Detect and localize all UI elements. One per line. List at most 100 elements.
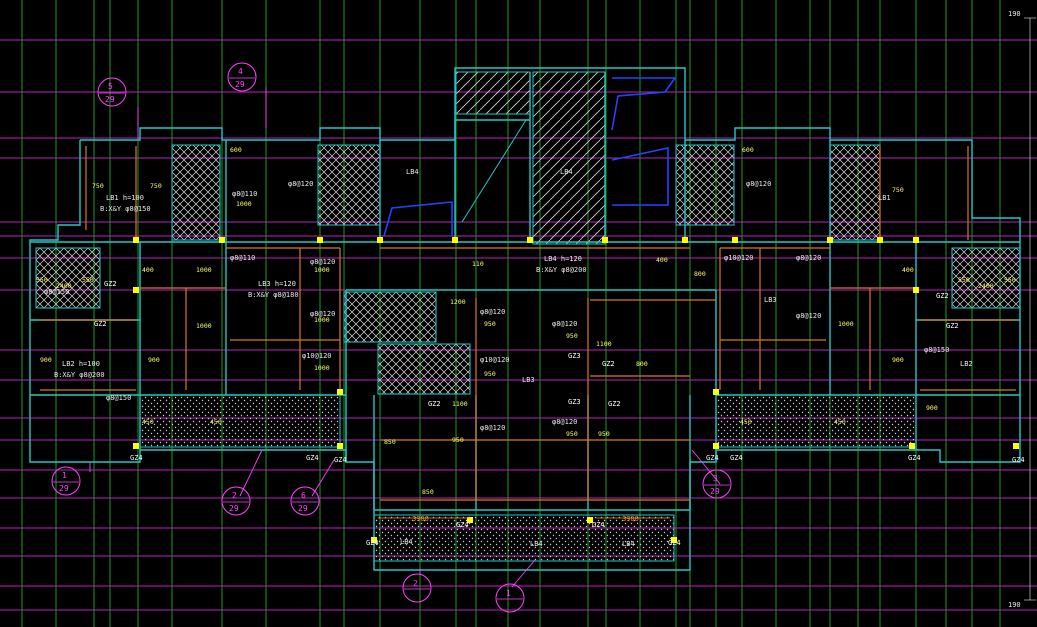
svg-text:5: 5 — [108, 82, 113, 91]
svg-text:450: 450 — [740, 418, 752, 426]
beam-label-lb4: LB4 h=120 — [544, 255, 582, 263]
column-square — [913, 237, 919, 243]
beam-label-lb1-rebar: B:X&Y φ8@150 — [100, 205, 151, 213]
beam-label-lb3-c: LB3 — [522, 376, 535, 384]
column-label: GZ2 — [602, 360, 615, 368]
axis-bubble-6: 6 29 — [290, 486, 320, 516]
rebar-label: φ8@110 — [232, 190, 257, 198]
svg-text:950: 950 — [484, 370, 496, 378]
beam-label-lb4-c: LB4 — [400, 538, 413, 546]
rebar-label: φ8@120 — [480, 308, 505, 316]
axis-bubble-2-bottom: 2 — [402, 573, 432, 603]
column-square — [877, 237, 883, 243]
svg-text:550: 550 — [82, 276, 94, 284]
svg-text:3900: 3900 — [412, 515, 429, 523]
column-label: GZ4 — [730, 454, 743, 462]
beam-label-lb4-d: LB4 — [530, 540, 543, 548]
svg-text:1000: 1000 — [314, 316, 330, 324]
svg-text:2: 2 — [232, 491, 237, 500]
column-markers — [133, 237, 1019, 543]
svg-text:600: 600 — [230, 146, 242, 154]
axis-bubble-4: 4 29 — [227, 62, 257, 92]
beam-label-lb4-b: LB4 — [560, 168, 573, 176]
top-right-label: 190 — [1008, 10, 1021, 18]
beams — [40, 146, 1016, 501]
column-label: GZ4 — [908, 454, 921, 462]
column-labels: GZ2 GZ2 GZ2 GZ2 GZ2 GZ2 GZ2 GZ3 GZ3 GZ4 … — [94, 280, 1025, 547]
rebar-label: φ8@120 — [552, 320, 577, 328]
blue-slab-edges — [383, 77, 677, 237]
column-label: GZ2 — [104, 280, 117, 288]
svg-text:29: 29 — [710, 487, 720, 496]
column-square — [317, 237, 323, 243]
column-label: GZ2 — [936, 292, 949, 300]
beam-label-lb2-r: LB2 — [960, 360, 973, 368]
column-label: GZ4 — [706, 454, 719, 462]
column-square — [827, 237, 833, 243]
axis-bubble-5: 5 29 — [97, 77, 127, 107]
rebar-label: φ8@110 — [230, 254, 255, 262]
svg-text:950: 950 — [452, 436, 464, 444]
svg-text:750: 750 — [150, 182, 162, 190]
column-label: GZ2 — [94, 320, 107, 328]
orange-dimensions: 3900 3900 — [378, 515, 670, 523]
svg-text:1000: 1000 — [196, 266, 212, 274]
column-square — [602, 237, 608, 243]
rebar-label: φ8@120 — [310, 310, 335, 318]
column-square — [713, 443, 719, 449]
column-label: GZ2 — [946, 322, 959, 330]
svg-text:850: 850 — [422, 488, 434, 496]
column-label: GZ2 — [428, 400, 441, 408]
svg-text:450: 450 — [142, 418, 154, 426]
rebar-label: φ8@120 — [480, 424, 505, 432]
axis-bubble-3: 3 29 — [702, 469, 732, 499]
right-edge-dimension — [1024, 17, 1036, 601]
svg-text:2400: 2400 — [978, 282, 994, 290]
column-square — [377, 237, 383, 243]
rebar-label: φ8@120 — [288, 180, 313, 188]
walls-outline — [29, 67, 1021, 571]
beam-label-lb2-rebar: B:X&Y φ8@200 — [54, 371, 105, 379]
svg-text:750: 750 — [892, 186, 904, 194]
beam-label-lb1: LB1 h=100 — [106, 194, 144, 202]
svg-text:450: 450 — [210, 418, 222, 426]
column-label: GZ4 — [306, 454, 319, 462]
svg-text:110: 110 — [472, 260, 484, 268]
column-square — [732, 237, 738, 243]
svg-text:400: 400 — [902, 266, 914, 274]
column-square — [671, 537, 677, 543]
rebar-label: φ8@120 — [552, 418, 577, 426]
svg-text:950: 950 — [566, 332, 578, 340]
svg-text:950: 950 — [566, 430, 578, 438]
rebar-label: φ10@120 — [724, 254, 754, 262]
column-label: GZ4 — [592, 521, 605, 529]
svg-text:29: 29 — [298, 504, 308, 513]
column-square — [133, 443, 139, 449]
svg-text:29: 29 — [59, 484, 69, 493]
column-square — [713, 389, 719, 395]
column-label: GZ2 — [608, 400, 621, 408]
beam-label-lb4-rebar: B:X&Y φ8@200 — [536, 266, 587, 274]
svg-text:1000: 1000 — [196, 322, 212, 330]
svg-text:1200: 1200 — [450, 298, 466, 306]
svg-text:1100: 1100 — [596, 340, 612, 348]
svg-text:800: 800 — [636, 360, 648, 368]
svg-text:4: 4 — [238, 67, 243, 76]
svg-text:1100: 1100 — [452, 400, 468, 408]
rebar-labels: φ8@110 φ8@120 φ8@120 φ8@110 φ8@120 φ10@1… — [44, 180, 949, 432]
column-square — [337, 443, 343, 449]
svg-text:2400: 2400 — [56, 282, 72, 290]
beam-labels: LB1 h=100 B:X&Y φ8@150 LB2 h=100 B:X&Y φ… — [54, 168, 973, 548]
rebar-label: φ10@120 — [480, 356, 510, 364]
svg-text:1: 1 — [62, 471, 67, 480]
axis-bubble-1-left: 1 29 — [51, 466, 81, 496]
dimension-texts: 750 750 750 1000 1000 1000 1000 1000 100… — [36, 146, 1016, 496]
svg-text:6: 6 — [301, 491, 306, 500]
beam-label-lb3-r: LB3 — [764, 296, 777, 304]
column-square — [909, 443, 915, 449]
column-label: GZ4 — [668, 539, 681, 547]
svg-text:850: 850 — [384, 438, 396, 446]
column-square — [527, 237, 533, 243]
svg-text:2: 2 — [413, 579, 418, 588]
